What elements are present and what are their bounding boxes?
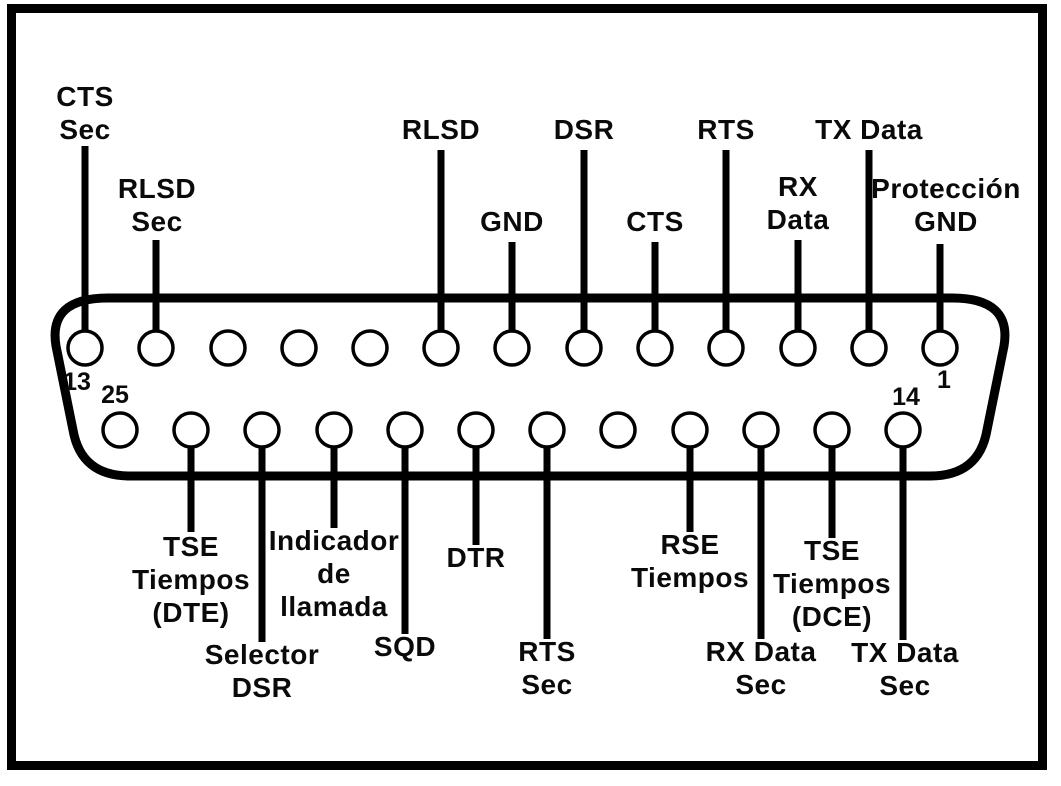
pin-23-label: Selector DSR: [204, 639, 320, 703]
pin-6-hole: [565, 329, 603, 367]
pin-4-label: RTS: [697, 114, 755, 145]
pin-3-hole: [779, 329, 817, 367]
pin-number-25: 25: [101, 381, 129, 409]
pin-1-hole: [921, 329, 959, 367]
pin-22-hole: [315, 411, 353, 449]
pin-number-13: 13: [63, 368, 91, 396]
pin-14-hole: [884, 411, 922, 449]
pin-17-hole: [671, 411, 709, 449]
pin-3-label: RX Data: [766, 171, 830, 235]
pin-19-label: RTS Sec: [518, 636, 576, 700]
pin-number-14: 14: [892, 383, 920, 411]
pin-7-label: GND: [480, 206, 544, 237]
pin-11-hole: [209, 329, 247, 367]
pin-13-label: CTS Sec: [56, 81, 114, 145]
pin-24-hole: [172, 411, 210, 449]
pin-8-hole: [422, 329, 460, 367]
pin-15-hole: [813, 411, 851, 449]
pin-16-label: RX Data Sec: [705, 636, 817, 700]
pin-14-label: TX Data Sec: [851, 637, 959, 701]
pin-5-label: CTS: [626, 206, 684, 237]
pin-10-hole: [280, 329, 318, 367]
pin-15-label: TSE Tiempos (DCE): [772, 535, 892, 632]
pin-2-label: TX Data: [815, 114, 923, 145]
pin-17-label: RSE Tiempos: [630, 529, 750, 593]
pin-21-label: SQD: [373, 631, 437, 662]
pin-20-label: DTR: [446, 542, 506, 573]
pin-1-label: Protección GND: [871, 173, 1021, 237]
connector-outline: [50, 293, 1010, 481]
pin-25-hole: [101, 411, 139, 449]
pin-20-hole: [457, 411, 495, 449]
pin-number-1: 1: [937, 366, 951, 394]
pin-9-hole: [351, 329, 389, 367]
pin-4-hole: [707, 329, 745, 367]
pin-5-hole: [636, 329, 674, 367]
pin-2-hole: [850, 329, 888, 367]
pin-16-hole: [742, 411, 780, 449]
pin-23-hole: [243, 411, 281, 449]
pin-24-label: TSE Tiempos (DTE): [131, 531, 251, 628]
diagram-border: [7, 4, 1047, 770]
pin-19-hole: [528, 411, 566, 449]
pin-12-hole: [137, 329, 175, 367]
pin-12-label: RLSD Sec: [117, 173, 197, 237]
pin-21-hole: [386, 411, 424, 449]
pin-7-hole: [493, 329, 531, 367]
pin-13-hole: [66, 329, 104, 367]
pin-8-label: RLSD: [401, 114, 481, 145]
pin-18-hole: [599, 411, 637, 449]
pin-6-label: DSR: [553, 114, 615, 145]
pin-22-label: Indicador de llamada: [268, 525, 400, 622]
